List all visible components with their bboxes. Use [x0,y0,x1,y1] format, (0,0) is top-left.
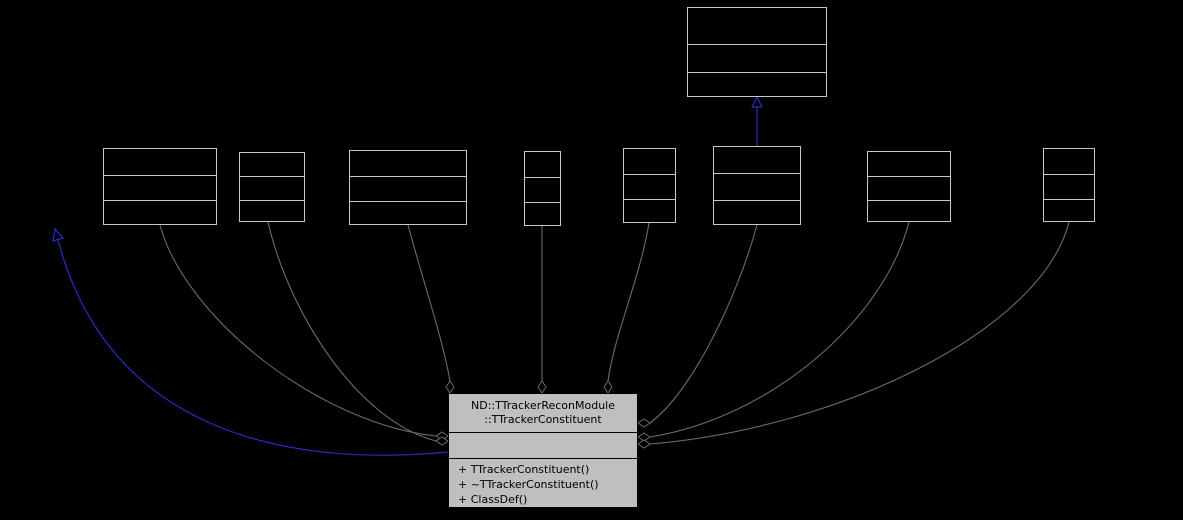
central-class-title: ND::TTrackerReconModule ::TTrackerConsti… [449,394,637,433]
node-divider [1044,174,1094,175]
aggregation-diamond-icon [637,439,651,449]
class-name-line1: ND::TTrackerReconModule [471,399,615,412]
aggregation-diamond-icon [435,436,449,446]
node-divider [350,201,466,202]
member-item: + ClassDef() [458,493,528,506]
node-divider [240,200,304,201]
aggregation-edge [649,224,758,424]
aggregation-diamond-icon [537,380,547,394]
node-divider [868,200,950,201]
node-divider [525,177,560,178]
node-divider [104,200,216,201]
central-class-node: ND::TTrackerReconModule ::TTrackerConsti… [448,393,638,508]
inheritance-arrow-icon [751,95,763,108]
class-name-line2: ::TTrackerConstituent [484,413,602,426]
class-node-7[interactable] [713,146,801,225]
aggregation-edge [159,224,437,437]
aggregation-edge [649,221,910,438]
aggregation-diamond-icon [603,380,613,394]
node-divider [714,200,800,201]
central-class-members-section: + TTrackerConstituent() + ~TTrackerConst… [449,459,637,510]
node-divider [525,202,560,203]
node-divider [868,176,950,177]
aggregation-edge [649,221,1070,445]
member-item: + TTrackerConstituent() [458,463,590,476]
node-divider [688,44,826,45]
node-divider [624,199,675,200]
inheritance-edge [57,239,449,456]
aggregation-edge [407,224,451,382]
class-node-5[interactable] [524,151,561,226]
node-divider [624,174,675,175]
class-node-4[interactable] [349,150,467,225]
aggregation-diamond-icon [445,380,455,394]
class-node-9[interactable] [1043,148,1095,222]
class-node-3[interactable] [239,152,305,222]
node-divider [1044,199,1094,200]
node-divider [350,176,466,177]
class-node-1[interactable] [687,7,827,97]
aggregation-edge [267,221,437,442]
aggregation-diamond-icon [637,418,651,428]
central-class-attributes-section [449,433,637,459]
class-node-6[interactable] [623,148,676,223]
aggregation-edge [607,222,650,382]
node-divider [688,72,826,73]
node-divider [714,173,800,174]
class-node-8[interactable] [867,151,951,222]
class-node-2[interactable] [103,148,217,225]
node-divider [240,176,304,177]
node-divider [104,175,216,176]
inheritance-arrow-icon [52,227,65,242]
aggregation-diamond-icon [637,432,651,442]
member-item: + ~TTrackerConstituent() [458,478,599,491]
